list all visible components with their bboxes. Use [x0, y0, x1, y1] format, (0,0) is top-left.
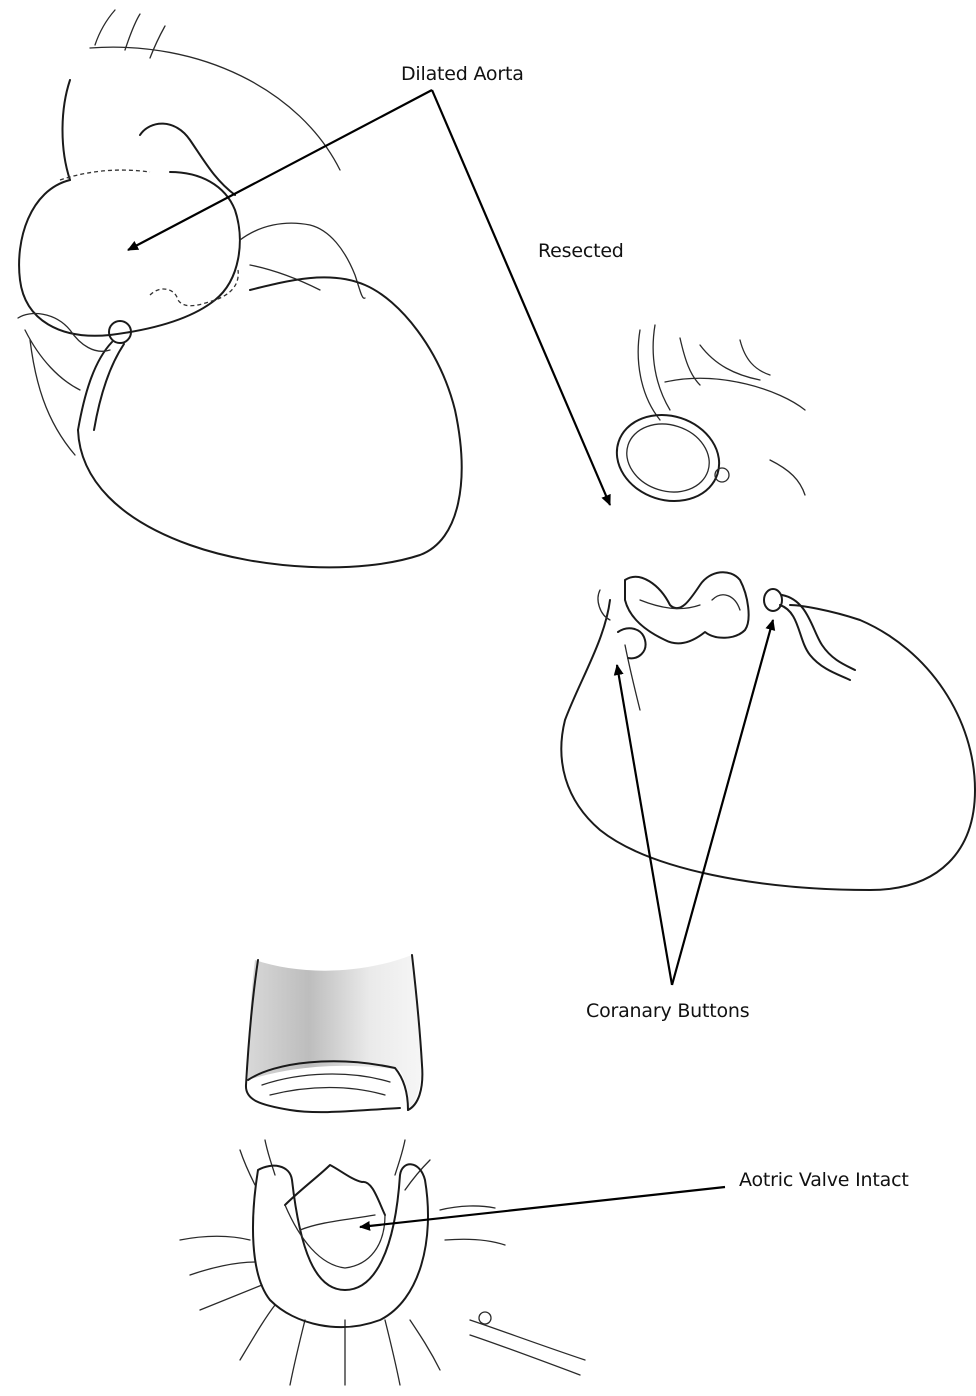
label-aortic-valve-intact: Aotric Valve Intact [739, 1169, 909, 1191]
graft-tube [246, 955, 422, 1112]
label-resected: Resected [538, 240, 624, 262]
label-coronary-buttons: Coranary Buttons [586, 1000, 749, 1022]
arrows [128, 90, 773, 1227]
arrow-aortic-valve [360, 1187, 725, 1227]
heart-with-dilated-aorta [18, 10, 462, 567]
resected-aortic-root [606, 325, 805, 514]
heart-with-coronary-buttons [561, 572, 975, 890]
arrow-right-coronary-button [672, 620, 773, 985]
aortic-valve-intact [180, 1140, 585, 1385]
arrow-resected [432, 90, 610, 505]
label-dilated-aorta: Dilated Aorta [401, 63, 524, 85]
arrow-dilated-aorta [128, 90, 432, 250]
arrow-left-coronary-button [617, 665, 672, 985]
